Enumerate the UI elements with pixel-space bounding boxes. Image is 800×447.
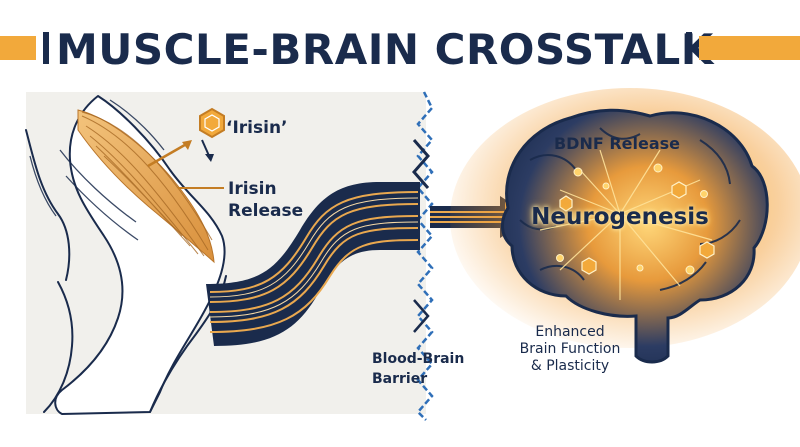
title-accent-left [0,36,36,60]
title-tick-right [686,32,692,64]
bbb-line-1: Blood-Brain [372,351,465,367]
bdnf-release-label: BDNF Release [553,134,681,153]
signal-band [206,182,420,346]
irisin-release-label: Irisin Release [228,178,303,222]
irisin-arrow [147,139,214,168]
blood-brain-barrier-line [412,91,434,421]
title-banner: MUSCLE-BRAIN CROSSTALK [0,22,800,78]
enhanced-line-3: & Plasticity [530,358,610,374]
enhanced-function-label: Enhanced Brain Function & Plasticity [500,324,640,375]
muscle-fibers [29,99,215,264]
irisin-release-line-1: Irisin [228,179,277,199]
title-accent-right [699,36,800,60]
bbb-line-2: Barrier [372,371,428,387]
irisin-molecule [199,107,225,139]
irisin-release-line-2: Release [228,201,304,221]
blood-brain-barrier-label: Blood-Brain Barrier [372,349,464,389]
enhanced-line-1: Enhanced [535,324,605,340]
leg-illustration [25,95,227,415]
title-tick-left [43,32,49,64]
brain-illustration [450,88,800,364]
enhanced-line-2: Brain Function [519,341,621,357]
irisin-label: ‘Irisin’ [226,118,288,138]
page-title: MUSCLE-BRAIN CROSSTALK [56,25,714,74]
neurogenesis-label: Neurogenesis [531,204,709,230]
